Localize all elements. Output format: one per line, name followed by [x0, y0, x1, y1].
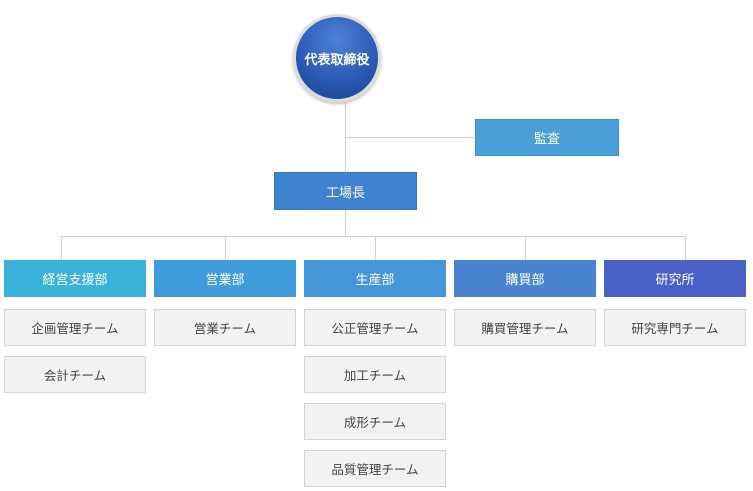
plant-manager-node: 工場長	[274, 172, 417, 210]
dept-label: 経営支援部	[42, 273, 108, 288]
team-label: 企画管理チーム	[31, 321, 119, 336]
team-label: 成形チーム	[343, 415, 407, 430]
ceo-node: 代表取締役	[293, 14, 381, 102]
team-node: 会計チーム	[4, 356, 146, 393]
team-label: 研究専門チーム	[631, 321, 719, 336]
team-node: 加工チーム	[304, 356, 446, 393]
dept-node-purchasing: 購買部	[454, 260, 596, 297]
team-node: 公正管理チーム	[304, 309, 446, 346]
team-label: 公正管理チーム	[331, 321, 419, 336]
team-node: 成形チーム	[304, 403, 446, 440]
team-label: 品質管理チーム	[331, 462, 419, 477]
dept-node-production: 生産部	[304, 260, 446, 297]
team-node: 営業チーム	[154, 309, 296, 346]
plant-manager-label: 工場長	[325, 185, 365, 201]
team-label: 営業チーム	[193, 321, 257, 336]
team-label: 会計チーム	[43, 368, 107, 383]
dept-label: 営業部	[205, 273, 245, 288]
team-node: 品質管理チーム	[304, 450, 446, 487]
dept-label: 生産部	[355, 273, 395, 288]
audit-node: 監査	[475, 119, 619, 156]
dept-label: 購買部	[505, 273, 545, 288]
team-node: 企画管理チーム	[4, 309, 146, 346]
dept-label: 研究所	[655, 273, 695, 288]
team-node: 研究専門チーム	[604, 309, 746, 346]
team-label: 加工チーム	[343, 368, 407, 383]
ceo-label: 代表取締役	[304, 52, 370, 68]
dept-node-management-support: 経営支援部	[4, 260, 146, 297]
team-label: 購買管理チーム	[481, 321, 569, 336]
audit-label: 監査	[533, 132, 560, 147]
dept-node-research: 研究所	[604, 260, 746, 297]
dept-node-sales: 営業部	[154, 260, 296, 297]
team-node: 購買管理チーム	[454, 309, 596, 346]
